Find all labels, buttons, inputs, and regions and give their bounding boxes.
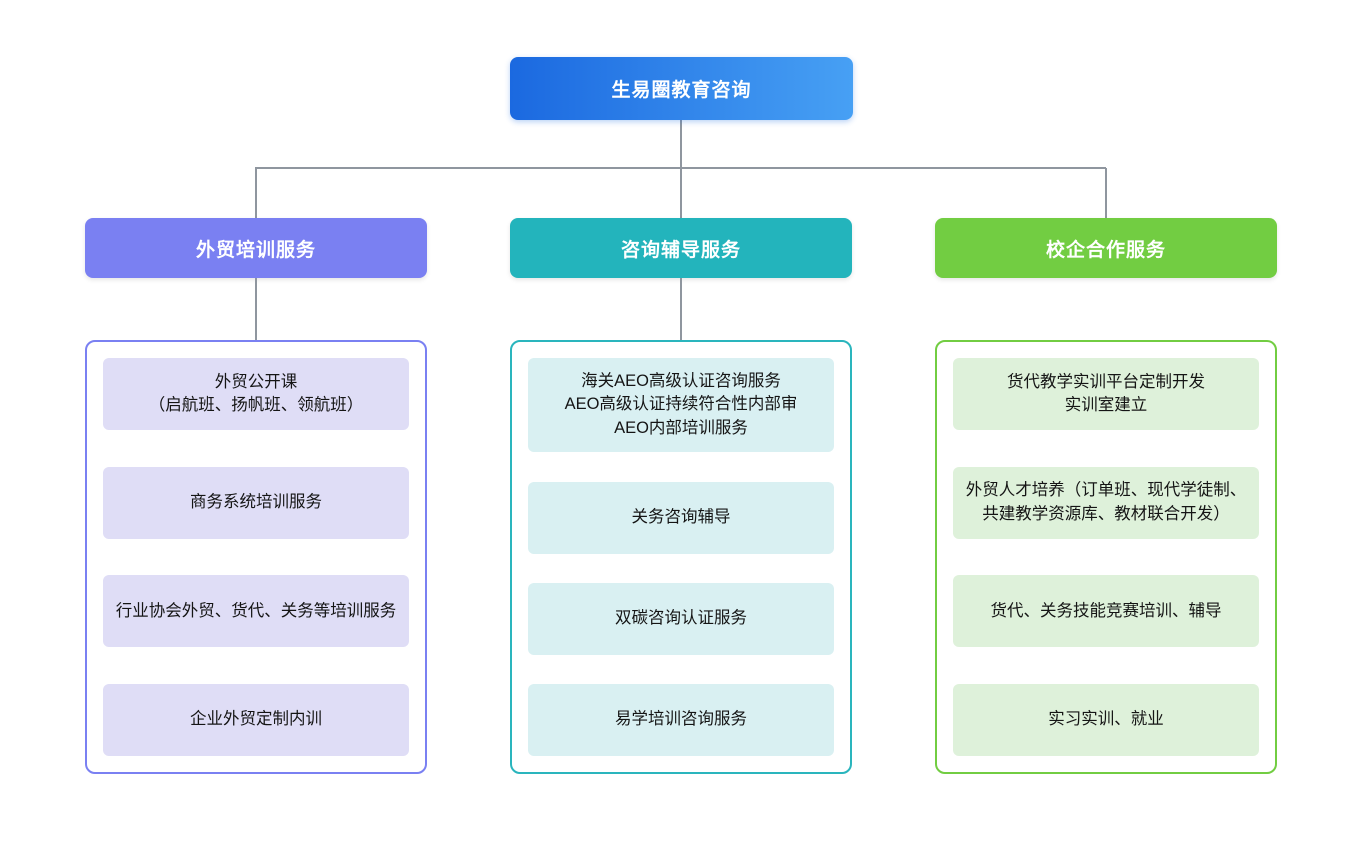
- branch-header[interactable]: 咨询辅导服务: [510, 218, 852, 278]
- child-node[interactable]: 商务系统培训服务: [103, 466, 409, 539]
- connector-horizontal: [255, 167, 1106, 169]
- child-node[interactable]: 行业协会外贸、货代、关务等培训服务: [103, 575, 409, 648]
- connector-root-down: [680, 120, 682, 168]
- root-node-label: 生易圈教育咨询: [611, 80, 752, 101]
- branch-header[interactable]: 校企合作服务: [935, 218, 1277, 278]
- connector-header-to-children: [510, 278, 852, 340]
- child-node-label: 外贸公开课 （启航班、扬帆班、领航班）: [148, 372, 364, 414]
- branch-header-label: 校企合作服务: [1045, 239, 1166, 261]
- child-node[interactable]: 易学培训咨询服务: [528, 683, 834, 756]
- child-node[interactable]: 海关AEO高级认证咨询服务 AEO高级认证持续符合性内部审 AEO内部培训服务: [528, 358, 834, 453]
- connector-header-to-children: [85, 278, 427, 340]
- child-node-label: 货代、关务技能竞赛培训、辅导: [990, 601, 1222, 620]
- child-node[interactable]: 外贸人才培养（订单班、现代学徒制、共建教学资源库、教材联合开发）: [953, 466, 1259, 539]
- child-node-label: 双碳咨询认证服务: [615, 609, 747, 628]
- child-node[interactable]: 实习实训、就业: [953, 683, 1259, 756]
- child-node-label: 行业协会外贸、货代、关务等培训服务: [115, 601, 397, 620]
- child-node[interactable]: 外贸公开课 （启航班、扬帆班、领航班）: [103, 358, 409, 430]
- branch-trade-training: 外贸培训服务 外贸公开课 （启航班、扬帆班、领航班） 商务系统培训服务 行业协会…: [85, 218, 427, 774]
- child-node-label: 外贸人才培养（订单班、现代学徒制、共建教学资源库、教材联合开发）: [965, 481, 1247, 523]
- child-node-label: 商务系统培训服务: [190, 492, 322, 511]
- child-node[interactable]: 货代教学实训平台定制开发 实训室建立: [953, 358, 1259, 430]
- connector-drop-branch-3: [1105, 168, 1107, 218]
- branch-children-container: 货代教学实训平台定制开发 实训室建立 外贸人才培养（订单班、现代学徒制、共建教学…: [935, 340, 1277, 774]
- child-node-label: 企业外贸定制内训: [190, 710, 322, 729]
- connector-drop-branch-1: [255, 168, 257, 218]
- child-node[interactable]: 货代、关务技能竞赛培训、辅导: [953, 575, 1259, 648]
- branch-consulting: 咨询辅导服务 海关AEO高级认证咨询服务 AEO高级认证持续符合性内部审 AEO…: [510, 218, 852, 774]
- branch-header-label: 外贸培训服务: [195, 239, 316, 261]
- branch-school-enterprise: 校企合作服务 货代教学实训平台定制开发 实训室建立 外贸人才培养（订单班、现代学…: [935, 218, 1277, 774]
- child-node-label: 实习实训、就业: [1048, 710, 1164, 729]
- child-node-label: 海关AEO高级认证咨询服务 AEO高级认证持续符合性内部审 AEO内部培训服务: [564, 372, 798, 437]
- connector-drop-branch-2: [680, 168, 682, 218]
- child-node-label: 货代教学实训平台定制开发 实训室建立: [1007, 372, 1205, 414]
- connector-header-to-children: [935, 278, 1277, 340]
- branch-children-container: 海关AEO高级认证咨询服务 AEO高级认证持续符合性内部审 AEO内部培训服务 …: [510, 340, 852, 774]
- child-node[interactable]: 关务咨询辅导: [528, 481, 834, 554]
- branch-header-label: 咨询辅导服务: [620, 239, 741, 261]
- root-node[interactable]: 生易圈教育咨询: [510, 57, 853, 120]
- branch-children-container: 外贸公开课 （启航班、扬帆班、领航班） 商务系统培训服务 行业协会外贸、货代、关…: [85, 340, 427, 774]
- child-node[interactable]: 双碳咨询认证服务: [528, 582, 834, 655]
- branch-header[interactable]: 外贸培训服务: [85, 218, 427, 278]
- child-node-label: 关务咨询辅导: [631, 507, 731, 526]
- child-node[interactable]: 企业外贸定制内训: [103, 683, 409, 756]
- child-node-label: 易学培训咨询服务: [615, 710, 747, 729]
